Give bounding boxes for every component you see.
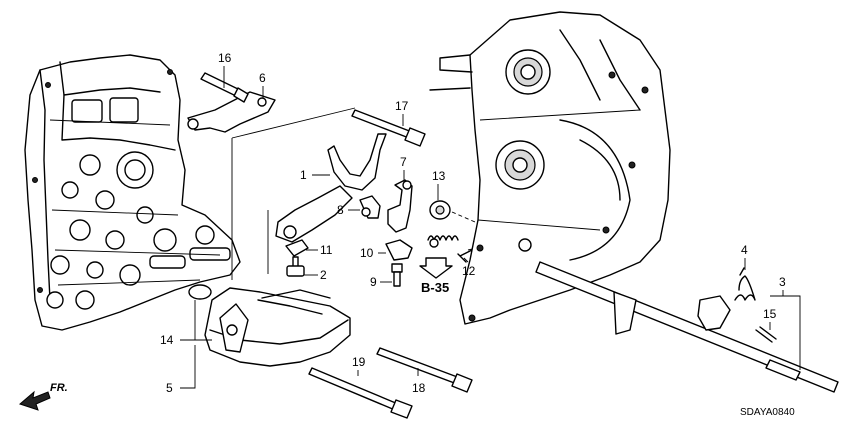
label-12: 12	[462, 264, 476, 278]
part-10	[385, 239, 413, 261]
label-15: 15	[763, 307, 777, 321]
bolt-9	[391, 263, 403, 287]
b35-reference	[419, 257, 453, 279]
part-8	[359, 195, 381, 219]
label-5: 5	[166, 381, 173, 395]
label-3: 3	[779, 275, 786, 289]
label-17: 17	[395, 99, 409, 113]
reference-b35: B-35	[421, 280, 449, 295]
bolt-2	[286, 256, 305, 277]
label-6: 6	[259, 71, 266, 85]
label-2: 2	[320, 268, 327, 282]
label-13: 13	[432, 169, 446, 183]
part-11	[285, 239, 309, 257]
shift-fork-1	[275, 133, 387, 243]
label-4: 4	[741, 243, 748, 257]
shift-shaft-3	[535, 261, 839, 393]
label-9: 9	[370, 275, 377, 289]
bolt-16	[200, 72, 249, 103]
bracket-6	[187, 91, 276, 133]
leaders	[180, 66, 801, 389]
direction-label: FR.	[50, 382, 68, 394]
filter-5	[204, 287, 351, 367]
valve-body	[24, 54, 241, 331]
spring-4	[734, 267, 756, 301]
front-direction-arrow: FR.	[19, 382, 68, 411]
label-16: 16	[218, 51, 232, 65]
label-8: 8	[337, 203, 344, 217]
label-7: 7	[400, 155, 407, 169]
label-11: 11	[320, 243, 333, 257]
pin-15	[755, 326, 777, 343]
part-13	[429, 200, 451, 220]
bolt-17	[351, 109, 426, 147]
diagram-code: SDAYA0840	[740, 407, 795, 418]
bolt-19	[308, 367, 413, 419]
part-12	[457, 249, 473, 263]
label-14: 14	[160, 333, 174, 347]
bracket-7	[387, 179, 413, 233]
spring-assembly	[427, 235, 459, 248]
transmission-case	[429, 11, 671, 325]
leader-17-box	[231, 107, 356, 280]
oring-14	[188, 284, 212, 300]
bolt-18	[376, 347, 473, 393]
label-10: 10	[360, 246, 374, 260]
label-1: 1	[300, 168, 307, 182]
label-18: 18	[412, 381, 426, 395]
label-19: 19	[352, 355, 366, 369]
